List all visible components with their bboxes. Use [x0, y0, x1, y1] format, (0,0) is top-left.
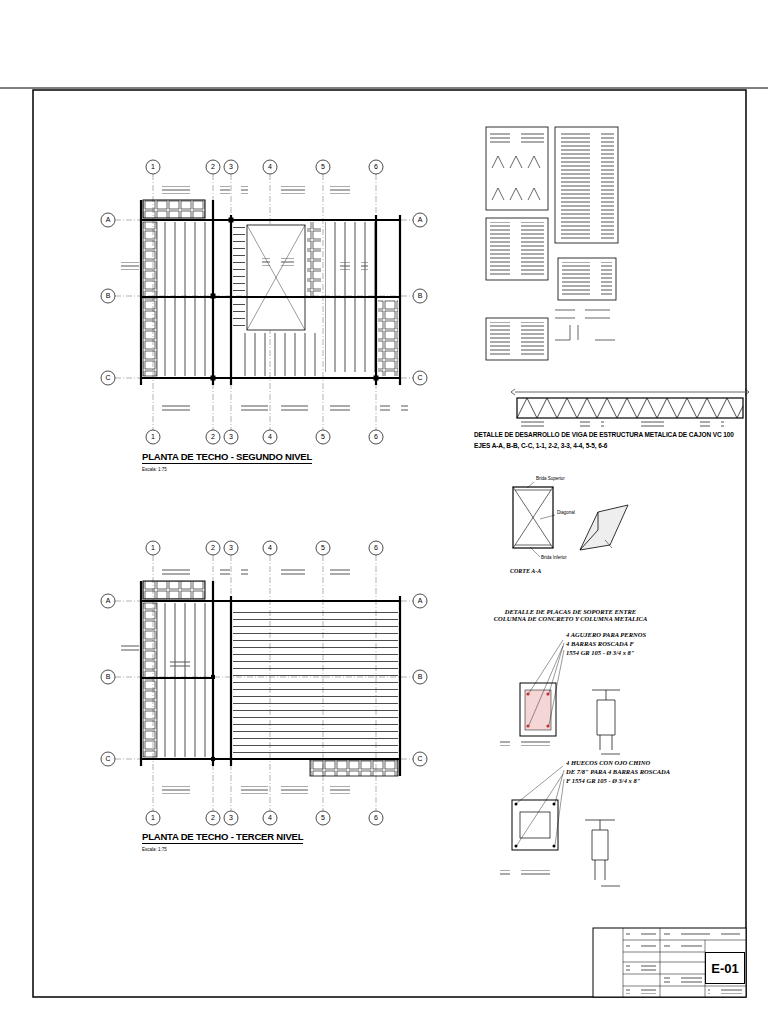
grid-axis-label: A	[413, 596, 427, 606]
grid-axis-label: 1	[146, 162, 160, 172]
sheet-number: E-01	[711, 961, 738, 976]
grid-axis-label: C	[101, 373, 115, 383]
scale-note: Escala: 1:75	[142, 467, 167, 472]
grid-axis-label: 2	[206, 543, 220, 553]
grid-axis-label: 1	[146, 813, 160, 823]
detail-title: DETALLE DE PLACAS DE SOPORTE ENTRE COLUM…	[488, 608, 653, 623]
callout-note: 4 AGUJERO PARA PERNOS	[566, 631, 646, 638]
grid-axis-label: 5	[316, 432, 330, 442]
callout-note: 1554 GR 105 - Ø 3/4 x 8"	[566, 649, 634, 656]
grid-axis-label: 5	[316, 162, 330, 172]
plan-title: PLANTA DE TECHO - SEGUNDO NIVEL	[142, 452, 312, 464]
grid-axis-label: 3	[224, 162, 238, 172]
part-name: Brida Inferior	[541, 555, 567, 560]
grid-axis-label: A	[413, 215, 427, 225]
callout-note: 4 BARRAS ROSCADA F	[566, 640, 634, 647]
grid-axis-label: 6	[369, 162, 383, 172]
callout-note: 4 HUECOS CON OJO CHINO	[566, 759, 650, 766]
grid-axis-label: A	[101, 215, 115, 225]
grid-axis-label: 6	[369, 813, 383, 823]
part-name: Diagonal	[557, 510, 575, 515]
detail-title: DETALLE DE DESARROLLO DE VIGA DE ESTRUCT…	[474, 431, 734, 438]
grid-axis-label: 6	[369, 432, 383, 442]
callout-note: DE 7/8" PARA 4 BARRAS ROSCADA	[566, 768, 670, 775]
grid-axis-label: 2	[206, 432, 220, 442]
grid-axis-label: B	[413, 672, 427, 682]
axis-list: EJES A-A, B-B, C-C, 1-1, 2-2, 3-3, 4-4, …	[474, 442, 607, 449]
grid-axis-label: 3	[224, 543, 238, 553]
grid-axis-label: 5	[316, 543, 330, 553]
grid-axis-label: 1	[146, 543, 160, 553]
grid-axis-label: B	[413, 291, 427, 301]
grid-axis-label: 3	[224, 432, 238, 442]
scale-note: Escala: 1:75	[142, 847, 167, 852]
grid-axis-label: 2	[206, 162, 220, 172]
section-title: CORTE A-A	[510, 568, 541, 575]
grid-axis-label: 4	[263, 432, 277, 442]
grid-axis-label: A	[101, 596, 115, 606]
grid-axis-label: 2	[206, 813, 220, 823]
grid-axis-label: C	[101, 754, 115, 764]
grid-axis-label: 4	[263, 813, 277, 823]
grid-axis-label: 3	[224, 813, 238, 823]
grid-axis-label: 1	[146, 432, 160, 442]
callout-note: F 1554 GR 105 - Ø 3/4 x 8"	[566, 777, 640, 784]
sheet-number-box: E-01	[705, 952, 745, 984]
grid-axis-label: 6	[369, 543, 383, 553]
grid-axis-label: C	[413, 754, 427, 764]
grid-axis-label: B	[101, 672, 115, 682]
part-name: Brida Superior	[536, 476, 565, 481]
grid-axis-label: C	[413, 373, 427, 383]
grid-axis-label: 5	[316, 813, 330, 823]
grid-axis-label: B	[101, 291, 115, 301]
grid-axis-label: 4	[263, 162, 277, 172]
grid-axis-label: 4	[263, 543, 277, 553]
plan-title: PLANTA DE TECHO - TERCER NIVEL	[142, 832, 303, 844]
